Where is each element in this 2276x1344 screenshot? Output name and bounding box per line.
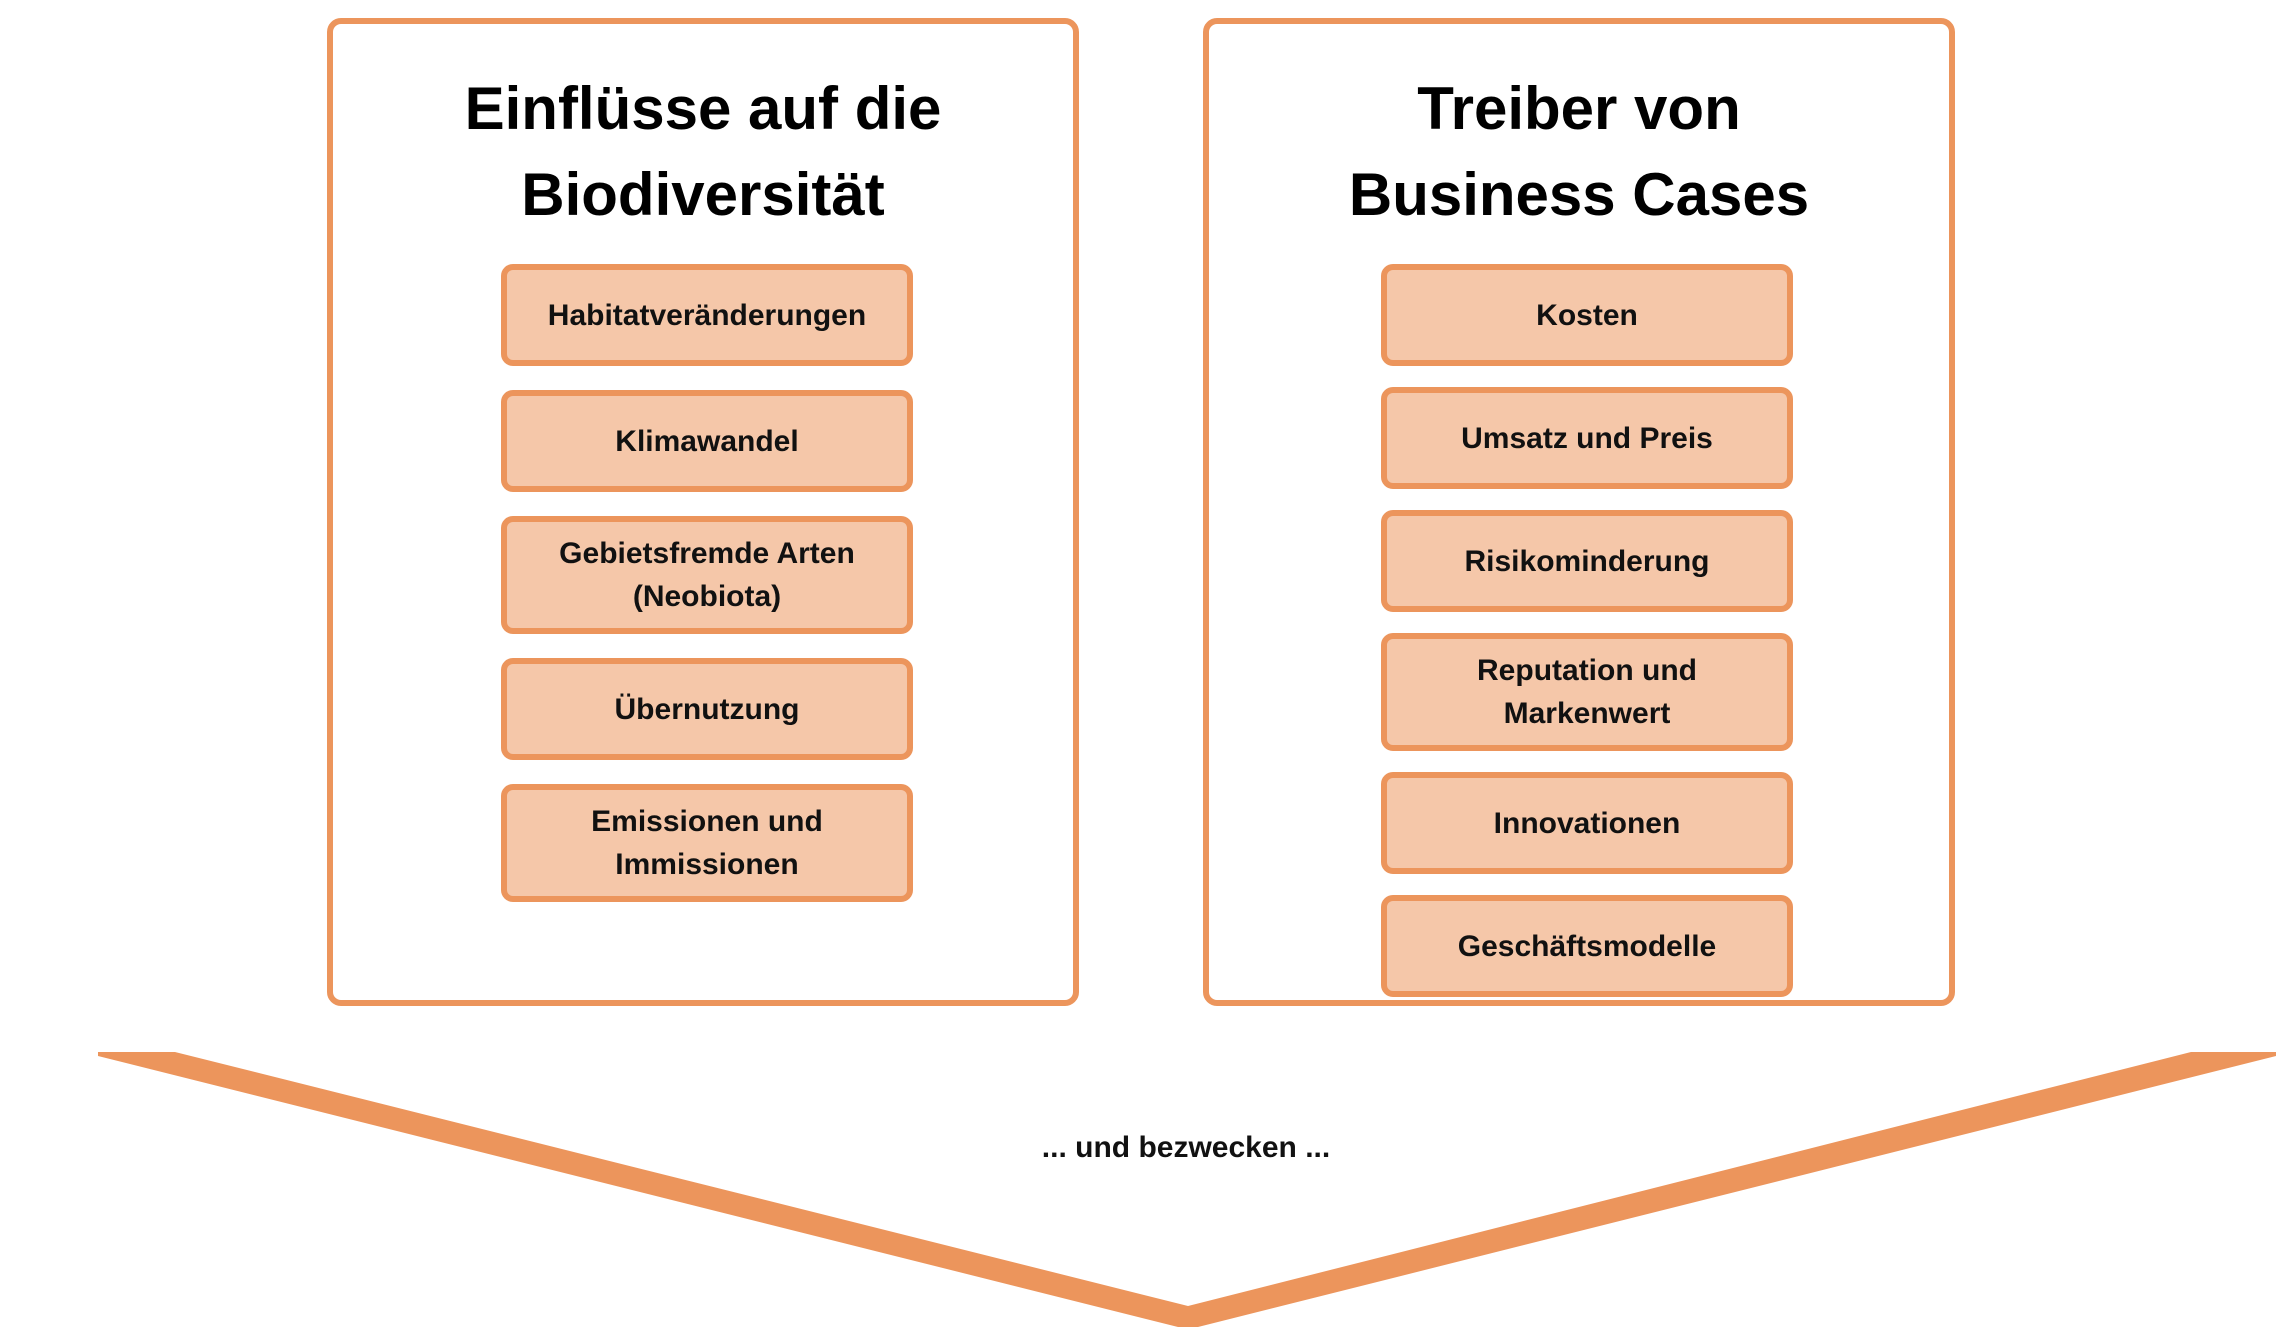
influence-label: Gebietsfremde Arten (Neobiota) [559,532,855,618]
driver-list: Kosten Umsatz und Preis Risikominderung … [1209,24,1949,1000]
driver-label: Reputation und Markenwert [1477,649,1697,735]
panel-title-line: Business Cases [1348,161,1810,228]
driver-label: Innovationen [1493,806,1681,840]
driver-box: Geschäftsmodelle [1381,895,1793,997]
driver-label-line: Markenwert [1503,697,1671,730]
panel-title: Treiber von Business Cases [1209,66,1949,238]
influence-label: Habitatveränderungen [547,298,867,332]
panel-biodiversity-influences: Einflüsse auf die Biodiversität Habitatv… [327,18,1079,1006]
driver-label: Umsatz und Preis [1461,421,1713,455]
driver-box: Kosten [1381,264,1793,366]
influence-label: Klimawandel [615,424,799,458]
influence-box: Emissionen und Immissionen [501,784,913,902]
driver-box: Risikominderung [1381,510,1793,612]
driver-label-line: Reputation und [1477,654,1697,687]
panel-title-line: Biodiversität [521,161,885,228]
influence-list: Habitatveränderungen Klimawandel Gebiets… [333,24,1073,1000]
driver-label: Kosten [1536,298,1638,332]
driver-box: Umsatz und Preis [1381,387,1793,489]
panel-business-case-drivers: Treiber von Business Cases Kosten Umsatz… [1203,18,1955,1006]
driver-box: Innovationen [1381,772,1793,874]
panel-title-line: Treiber von [1417,75,1741,142]
chevron-shape [98,1052,2276,1327]
driver-label: Geschäftsmodelle [1457,929,1717,963]
influence-box: Gebietsfremde Arten (Neobiota) [501,516,913,634]
influence-box: Klimawandel [501,390,913,492]
influence-label-line: (Neobiota) [632,580,782,613]
panel-title: Einflüsse auf die Biodiversität [333,66,1073,238]
connector-text: ... und bezwecken ... [1041,1131,1331,1164]
panel-title-line: Einflüsse auf die [464,75,942,142]
driver-label: Risikominderung [1464,544,1710,578]
influence-label: Emissionen und Immissionen [591,800,823,886]
influence-label-line: Immissionen [615,848,799,881]
influence-box: Übernutzung [501,658,913,760]
influence-label: Übernutzung [614,692,800,726]
influence-box: Habitatveränderungen [501,264,913,366]
influence-label-line: Gebietsfremde Arten [559,537,855,570]
influence-label-line: Emissionen und [591,805,823,838]
driver-box: Reputation und Markenwert [1381,633,1793,751]
